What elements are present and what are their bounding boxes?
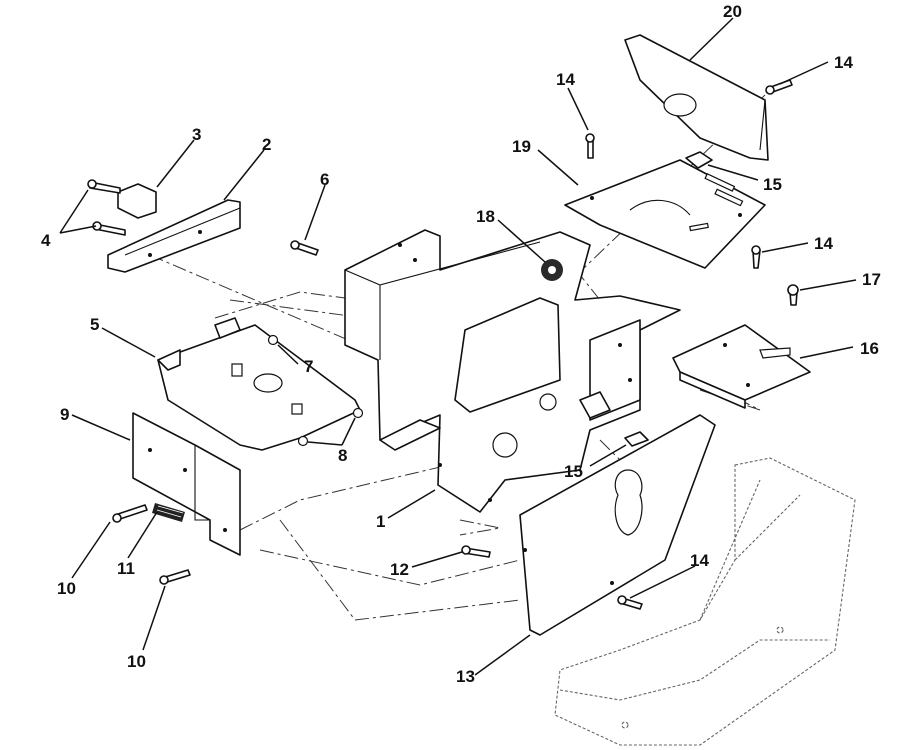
- bar-bracket-part-2: [107, 199, 241, 273]
- mounting-bracket-part-5: [157, 317, 361, 451]
- callout-12: 12: [390, 560, 409, 579]
- side-cover-part-13: [519, 414, 716, 636]
- callout-8: 8: [338, 446, 347, 465]
- main-frame-part-1: [344, 229, 681, 513]
- callout-labels: 20 14 14 19 15 14 18 17 16 3 2 4 6 5 7 8…: [41, 2, 881, 686]
- side-bracket-plate-part-16: [672, 324, 811, 409]
- callout-10-a: 10: [57, 579, 76, 598]
- clip-part-3: [117, 183, 157, 219]
- callout-7: 7: [304, 357, 313, 376]
- callout-10-b: 10: [127, 652, 146, 671]
- drip-tray-ghost: [554, 457, 856, 746]
- callout-6: 6: [320, 170, 329, 189]
- callout-19: 19: [512, 137, 531, 156]
- callout-16: 16: [860, 339, 879, 358]
- callout-9: 9: [60, 405, 69, 424]
- gear-part-18: [541, 259, 563, 281]
- leader-lines: [59, 17, 857, 676]
- callout-14-a: 14: [834, 53, 853, 72]
- callout-3: 3: [192, 125, 201, 144]
- callout-14-c: 14: [814, 234, 833, 253]
- callout-20: 20: [723, 2, 742, 21]
- end-plate-part-9: [132, 412, 241, 556]
- nut-clips: [624, 431, 649, 447]
- spring-part-11: [152, 503, 185, 522]
- slotted-top-plate-part-19: [564, 151, 766, 269]
- callout-18: 18: [476, 207, 495, 226]
- callout-1: 1: [376, 512, 385, 531]
- callout-15-a: 15: [763, 175, 782, 194]
- callout-4: 4: [41, 231, 51, 250]
- screws: [87, 79, 799, 610]
- callout-11: 11: [117, 559, 135, 578]
- callout-2: 2: [262, 135, 271, 154]
- cover-plate-part-20: [624, 34, 769, 161]
- callout-5: 5: [90, 315, 99, 334]
- washers: [267, 334, 364, 447]
- callout-17: 17: [862, 270, 881, 289]
- callout-15-b: 15: [564, 462, 583, 481]
- callout-14-b: 14: [556, 70, 575, 89]
- callout-13: 13: [456, 667, 475, 686]
- callout-14-d: 14: [690, 551, 709, 570]
